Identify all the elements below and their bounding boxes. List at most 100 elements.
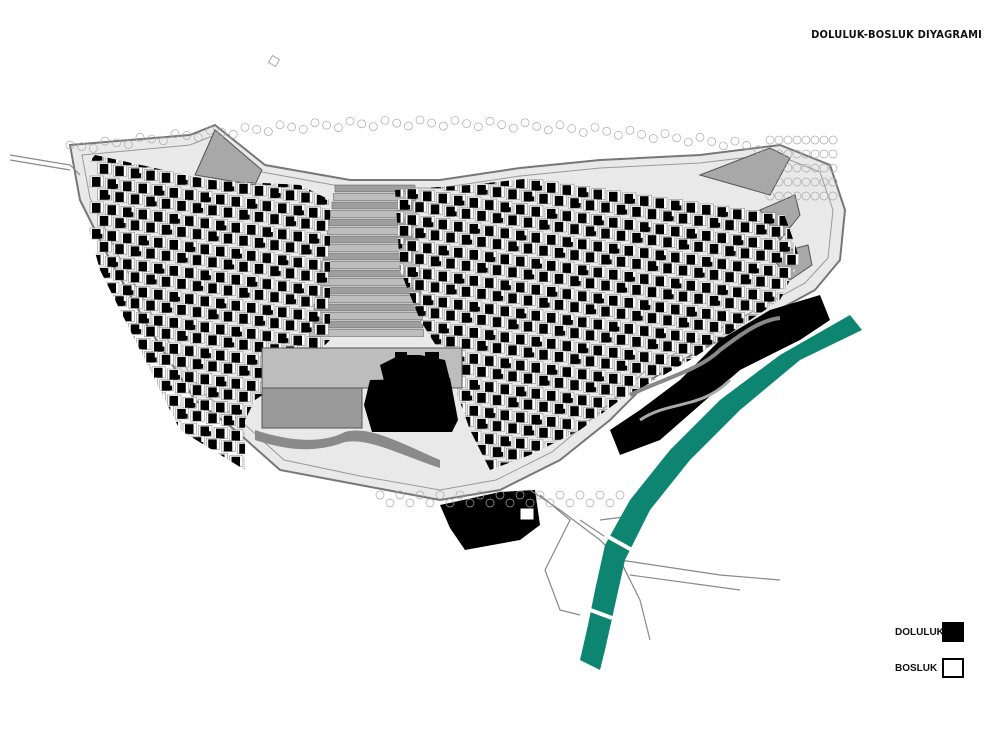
housing-unit-mass xyxy=(228,264,235,269)
housing-unit-mass xyxy=(454,195,463,206)
housing-unit-mass xyxy=(146,430,155,441)
housing-unit-mass xyxy=(466,317,473,323)
housing-unit-mass xyxy=(694,241,703,252)
housing-unit-mass xyxy=(737,240,744,245)
central-civic-building xyxy=(255,347,463,468)
housing-unit-mass xyxy=(107,361,117,371)
tree xyxy=(765,135,775,145)
housing-unit-mass xyxy=(779,242,789,252)
housing-unit-mass xyxy=(585,200,595,211)
housing-unit-mass xyxy=(640,326,649,336)
housing-unit-mass xyxy=(686,462,696,470)
housing-unit-mass xyxy=(223,389,233,400)
tree xyxy=(135,132,145,142)
tree xyxy=(100,136,110,146)
housing-unit-mass xyxy=(112,340,118,345)
housing-unit-mass xyxy=(756,406,765,417)
housing-unit-mass xyxy=(733,313,742,324)
tree xyxy=(375,490,385,500)
housing-unit-mass xyxy=(415,254,424,264)
housing-unit-mass xyxy=(107,387,117,397)
housing-unit-mass xyxy=(135,329,142,334)
housing-unit-mass xyxy=(609,295,618,306)
housing-unit-mass xyxy=(818,285,827,295)
housing-unit-mass xyxy=(632,233,641,243)
housing-unit-mass xyxy=(764,447,773,458)
housing-unit-mass xyxy=(127,212,134,217)
housing-unit-mass xyxy=(637,237,643,243)
housing-unit-mass xyxy=(138,235,148,246)
housing-unit-mass xyxy=(722,212,728,217)
housing-unit-mass xyxy=(99,398,109,408)
terrace-step xyxy=(324,244,419,252)
housing-unit-mass xyxy=(578,343,587,354)
tree xyxy=(532,121,542,131)
housing-unit-mass xyxy=(539,375,548,386)
housing-unit-mass xyxy=(516,386,525,397)
housing-unit-mass xyxy=(146,378,155,389)
housing-unit-mass xyxy=(609,191,618,202)
housing-unit-mass xyxy=(151,201,157,206)
housing-unit-mass xyxy=(740,248,750,259)
housing-unit-mass xyxy=(733,443,742,454)
housing-unit-mass xyxy=(166,307,173,313)
housing-unit-void xyxy=(591,448,606,460)
housing-unit-mass xyxy=(741,508,750,518)
housing-unit-void xyxy=(607,477,621,488)
tree xyxy=(730,136,740,146)
housing-unit-mass xyxy=(120,457,126,462)
housing-unit-mass xyxy=(505,207,511,212)
tree xyxy=(450,115,460,125)
housing-unit-mass xyxy=(818,441,827,451)
housing-unit-mass xyxy=(492,213,502,223)
housing-unit-mass xyxy=(435,339,442,344)
housing-unit-mass xyxy=(485,356,494,366)
housing-unit-mass xyxy=(485,304,494,314)
tree xyxy=(525,498,535,508)
tree xyxy=(801,135,811,145)
housing-unit-mass xyxy=(120,301,126,306)
housing-unit-mass xyxy=(298,210,304,215)
housing-unit-mass xyxy=(771,460,781,470)
housing-unit-mass xyxy=(544,380,550,386)
housing-unit-mass xyxy=(547,339,556,349)
housing-unit-mass xyxy=(177,175,186,185)
housing-unit-void xyxy=(661,496,675,507)
housing-unit-mass xyxy=(185,242,194,252)
housing-unit-mass xyxy=(647,209,657,219)
housing-unit-mass xyxy=(239,469,248,470)
housing-unit-mass xyxy=(570,198,579,208)
tree xyxy=(380,115,390,125)
housing-unit-void xyxy=(136,416,151,428)
housing-unit-void xyxy=(537,479,551,490)
housing-unit-mass xyxy=(485,434,494,444)
tree xyxy=(405,498,415,508)
tree xyxy=(774,177,784,187)
tree xyxy=(819,163,829,173)
housing-unit-mass xyxy=(115,452,124,462)
housing-unit-mass xyxy=(451,211,457,216)
housing-unit-void xyxy=(762,473,776,484)
housing-unit-void xyxy=(784,461,800,470)
housing-unit-void xyxy=(809,401,823,412)
housing-unit-mass xyxy=(174,296,180,302)
terrace-step xyxy=(321,261,420,269)
tree xyxy=(438,121,448,131)
housing-unit-mass xyxy=(293,335,303,346)
housing-unit-mass xyxy=(621,287,628,293)
housing-unit-mass xyxy=(200,244,210,255)
housing-unit-mass xyxy=(678,317,688,328)
housing-unit-mass xyxy=(466,395,473,401)
housing-unit-void xyxy=(395,165,404,172)
tree xyxy=(695,132,705,142)
housing-unit-mass xyxy=(702,257,711,267)
housing-unit-mass xyxy=(647,313,657,323)
tree xyxy=(801,149,811,159)
housing-unit-void xyxy=(730,442,745,454)
housing-unit-mass xyxy=(161,432,171,443)
housing-unit-mass xyxy=(301,296,310,307)
housing-unit-mass xyxy=(740,456,750,467)
housing-unit-mass xyxy=(185,320,194,330)
housing-unit-mass xyxy=(632,311,641,321)
housing-unit-mass xyxy=(262,331,272,341)
